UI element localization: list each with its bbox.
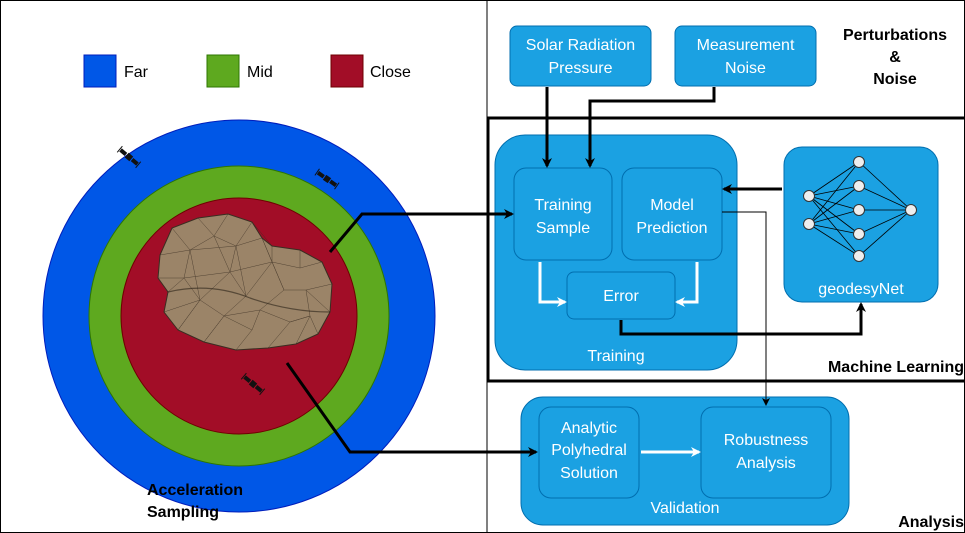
arrow-error-to-net <box>619 302 866 336</box>
arrow-prediction-to-error <box>675 262 699 307</box>
training-sample-box <box>513 167 613 261</box>
connectors <box>285 87 866 457</box>
measurement-noise-box <box>674 25 817 87</box>
robustness-line2: Analysis <box>736 455 796 472</box>
model-prediction-line2: Prediction <box>636 220 707 237</box>
sampling-caption-line2: Sampling <box>147 504 219 521</box>
analysis-label: Analysis <box>898 514 964 531</box>
neural-network-icon <box>803 156 917 262</box>
model-prediction-box <box>621 167 723 261</box>
legend-far-label: Far <box>124 64 149 81</box>
sampling-caption-line1: Acceleration <box>147 482 243 499</box>
arrow-close-to-sample <box>328 209 514 253</box>
error-box <box>566 271 676 320</box>
training-sample-line1: Training <box>534 197 591 214</box>
measurement-noise-line2: Noise <box>725 60 766 77</box>
model-prediction-line1: Model <box>650 197 694 214</box>
measurement-noise-line1: Measurement <box>697 37 795 54</box>
satellite-icon <box>314 168 340 190</box>
geodesynet-label: geodesyNet <box>818 281 904 298</box>
solar-radiation-line2: Pressure <box>548 60 612 77</box>
error-label: Error <box>603 288 639 305</box>
perturbations-heading-line2: & <box>889 49 901 66</box>
robustness-line1: Robustness <box>724 432 809 449</box>
analytic-line2: Polyhedral <box>551 442 627 459</box>
legend-close-swatch <box>330 54 364 88</box>
perturbations-heading-line1: Perturbations <box>843 27 947 44</box>
solar-radiation-line1: Solar Radiation <box>526 37 635 54</box>
machine-learning-label: Machine Learning <box>828 359 964 376</box>
training-sample-line2: Sample <box>536 220 590 237</box>
arrow-sampling-to-analytic <box>285 362 538 457</box>
validation-label: Validation <box>650 500 719 517</box>
arrow-noise-to-sample <box>585 87 716 168</box>
training-label: Training <box>587 348 644 365</box>
satellite-icon <box>240 372 266 396</box>
analytic-line1: Analytic <box>561 420 617 437</box>
perturbations-heading-line3: Noise <box>873 71 917 88</box>
arrow-prediction-to-robustness <box>722 211 770 406</box>
legend-mid-label: Mid <box>247 64 273 81</box>
legend-far-swatch <box>83 54 117 88</box>
solar-radiation-box <box>509 25 652 87</box>
analytic-solution-box <box>538 406 640 499</box>
analytic-line3: Solution <box>560 465 618 482</box>
satellite-icon <box>116 145 142 169</box>
machine-learning-frame <box>486 116 965 383</box>
asteroid-mesh <box>157 213 333 351</box>
legend: Far Mid Close <box>83 54 411 88</box>
legend-mid-swatch <box>206 54 240 88</box>
legend-close-label: Close <box>370 64 411 81</box>
robustness-analysis-box <box>700 406 832 499</box>
arrow-sample-to-error <box>538 262 567 307</box>
